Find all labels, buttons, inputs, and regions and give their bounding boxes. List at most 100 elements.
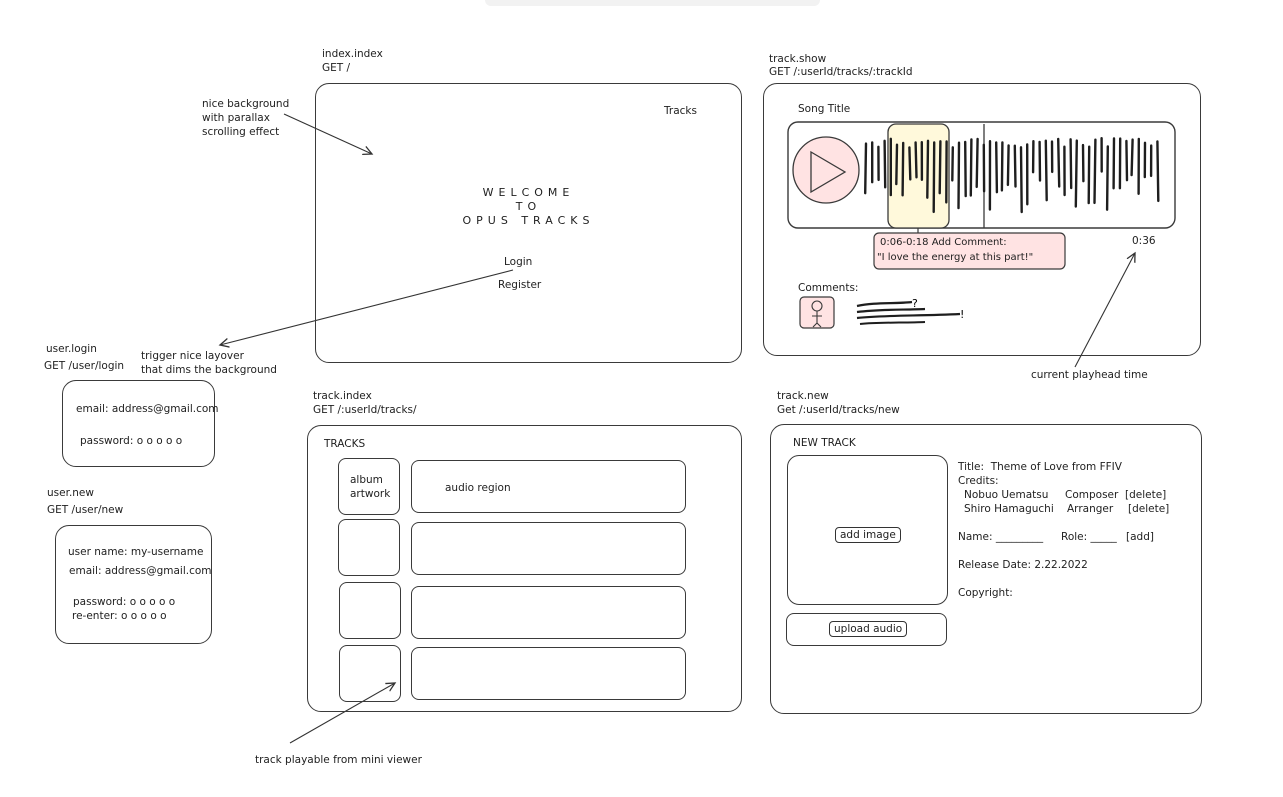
waveform-bar (1074, 139, 1079, 208)
waveform-bar (926, 139, 930, 199)
waveform-bar (901, 141, 905, 197)
login-email-field[interactable]: email: address@gmail.com (76, 403, 219, 415)
annotation-layover: trigger nice layover that dims the backg… (141, 350, 277, 376)
username-field[interactable]: user name: my-username (68, 546, 204, 558)
waveform-bar (964, 140, 967, 198)
welcome-line-3: OPUS TRACKS (462, 214, 595, 227)
mini-viewer-arrow (289, 683, 395, 744)
play-button[interactable] (793, 137, 859, 203)
nav-tracks-link[interactable]: Tracks (664, 105, 697, 117)
show-route-name: track.show (769, 53, 827, 65)
artwork-label: album artwork (350, 474, 391, 500)
credit-role: Composer (1065, 489, 1119, 501)
audio-region-label: audio region (445, 482, 511, 494)
waveform-bar (1056, 137, 1061, 188)
waveform-bar (895, 143, 899, 186)
comment-input[interactable]: "I love the energy at this part!" (877, 252, 1034, 263)
waveform-bar (1006, 144, 1010, 187)
index-route-name: index.index (322, 48, 383, 60)
audio-region[interactable]: audio region (411, 460, 686, 513)
audio-region[interactable] (411, 647, 686, 700)
parallax-arrow (283, 113, 372, 154)
song-title: Song Title (798, 103, 851, 115)
credit-role-input[interactable]: Role: _____ (1061, 531, 1117, 543)
login-form: email: address@gmail.com password: o o o… (62, 380, 219, 467)
delete-credit-button[interactable]: [delete] (1125, 489, 1167, 501)
index-tracks-route-name: track.index (313, 390, 372, 402)
comments-label: Comments: (798, 282, 859, 294)
release-date-field[interactable]: Release Date: 2.22.2022 (958, 559, 1088, 571)
waveform-bar (951, 146, 954, 182)
waveform-bar (1044, 139, 1048, 202)
annotation-playhead: current playhead time (1031, 369, 1148, 381)
waveform-bar (957, 141, 961, 210)
waveform-bar (1156, 140, 1160, 203)
track-index-frame: TRACKS (307, 425, 742, 712)
annotation-parallax: nice background with parallax scrolling … (202, 98, 290, 138)
login-route-path: GET /user/login (44, 360, 125, 372)
album-artwork[interactable] (338, 519, 400, 576)
playhead-arrow (1074, 253, 1135, 368)
layover-arrow (220, 269, 514, 345)
credit-name-input[interactable]: Name: _________ (958, 531, 1044, 543)
show-route-path: GET /:userId/tracks/:trackId (769, 66, 913, 78)
credits-label: Credits: (958, 475, 999, 487)
register-form: user name: my-username email: address@gm… (55, 525, 212, 644)
delete-credit-button[interactable]: [delete] (1128, 503, 1170, 515)
credit-name: Shiro Hamaguchi (964, 503, 1054, 515)
register-password-field[interactable]: password: o o o o o (73, 596, 176, 608)
tracks-heading: TRACKS (324, 438, 366, 450)
comment-range: 0:06-0:18 Add Comment: (880, 237, 1007, 248)
album-artwork[interactable] (339, 645, 401, 702)
credit-role: Arranger (1067, 503, 1114, 515)
waveform-bar (969, 138, 973, 197)
login-password-field[interactable]: password: o o o o o (80, 435, 183, 447)
welcome-line-1: WELCOME (482, 186, 575, 199)
register-link[interactable]: Register (498, 279, 542, 291)
waveform-bar (932, 141, 936, 214)
audio-region[interactable] (411, 522, 686, 575)
waveform-bar (1093, 138, 1097, 205)
waveform-bar (883, 139, 887, 189)
credit-name: Nobuo Uematsu (964, 489, 1049, 501)
avatar (800, 297, 834, 328)
top-bar (485, 0, 820, 6)
index-page-frame: Tracks WELCOME TO OPUS TRACKS Login Regi… (315, 83, 742, 363)
login-link[interactable]: Login (504, 256, 533, 268)
waveform-bar (1000, 141, 1004, 192)
upload-audio-button[interactable]: upload audio (829, 621, 908, 637)
svg-text:!: ! (960, 308, 964, 321)
new-route-name: track.new (777, 390, 829, 402)
waveform-bar (864, 142, 868, 195)
waveform-bar (1130, 138, 1134, 177)
add-credit-button[interactable]: [add] (1126, 531, 1154, 543)
index-route-path: GET / (322, 62, 351, 74)
annotation-mini-viewer: track playable from mini viewer (255, 754, 422, 766)
reenter-password-field[interactable]: re-enter: o o o o o (72, 610, 167, 622)
index-tracks-route-path: GET /:userId/tracks/ (313, 404, 417, 416)
copyright-field[interactable]: Copyright: (958, 587, 1013, 599)
usernew-route-path: GET /user/new (47, 504, 124, 516)
waveform-bar (995, 141, 999, 194)
waveform-bar (1125, 139, 1129, 182)
waveform-bar (908, 146, 912, 181)
waveform-bar (1069, 138, 1073, 190)
waveform-bar (1019, 146, 1023, 214)
new-route-path: Get /:userId/tracks/new (777, 404, 900, 416)
album-artwork[interactable] (339, 582, 401, 639)
audio-region[interactable] (411, 586, 686, 639)
register-email-field[interactable]: email: address@gmail.com (69, 565, 212, 577)
audio-dropzone: upload audio (786, 613, 947, 646)
login-route-name: user.login (46, 343, 97, 355)
waveform[interactable] (860, 124, 1172, 228)
album-artwork[interactable]: album artwork (338, 458, 400, 515)
track-show-frame (763, 83, 1201, 356)
add-image-button[interactable]: add image (835, 527, 901, 543)
image-dropzone: add image (787, 455, 948, 605)
title-field[interactable]: Title: Theme of Love from FFIV (958, 461, 1122, 473)
waveform-bar (1013, 144, 1017, 188)
waveform-bar (1087, 145, 1091, 205)
comment-bubble (873, 232, 1066, 270)
playhead-time: 0:36 (1132, 235, 1156, 247)
